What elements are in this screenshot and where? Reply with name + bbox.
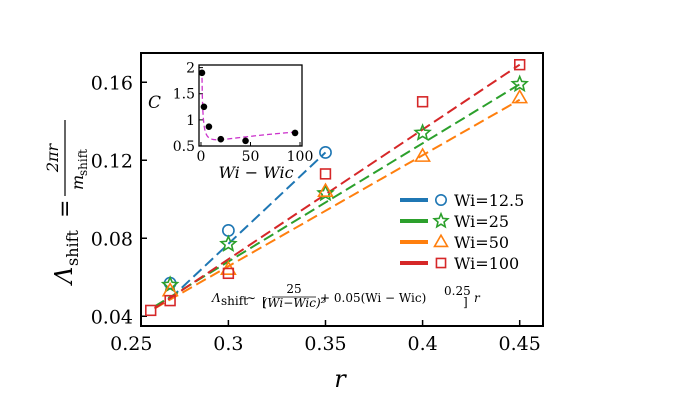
fit-line bbox=[154, 63, 521, 310]
data-point bbox=[319, 168, 332, 180]
fit-line bbox=[154, 83, 521, 308]
main-markers bbox=[145, 58, 530, 317]
legend-label: Wi=100 bbox=[454, 254, 519, 273]
y-axis-title: Λ shift = 2πr m shift bbox=[43, 120, 90, 286]
formula-bracket-right: ] bbox=[463, 295, 468, 309]
y-title-main: Λ bbox=[50, 267, 78, 286]
inset-data-point bbox=[242, 137, 249, 145]
data-point bbox=[164, 294, 176, 307]
formula-tail: r bbox=[474, 291, 481, 305]
data-point bbox=[219, 234, 238, 253]
formula-frac-den: (Wi−Wic)² bbox=[263, 296, 326, 310]
y-tick-label: 0.12 bbox=[91, 150, 133, 172]
x-tick-label: 0.4 bbox=[407, 333, 437, 355]
inset-background bbox=[199, 65, 302, 146]
fit-line bbox=[169, 151, 327, 300]
data-point bbox=[317, 182, 334, 198]
data-point bbox=[222, 267, 235, 280]
legend-label: Wi=25 bbox=[454, 212, 509, 231]
data-point bbox=[511, 88, 529, 104]
formula-bracket-left: [ bbox=[262, 295, 267, 309]
inset-data-point bbox=[198, 69, 206, 77]
inset-y-tick-label: 2 bbox=[186, 61, 195, 77]
data-point bbox=[413, 123, 432, 141]
data-point bbox=[145, 304, 157, 317]
data-point bbox=[414, 147, 431, 162]
fit-line bbox=[154, 98, 521, 310]
formula-lhs-sub: shift bbox=[221, 294, 248, 308]
inset-chart: 0 50 100 0.5 1 1.5 2 C Wi − Wic bbox=[148, 61, 313, 182]
inset-points bbox=[198, 69, 299, 145]
inset-data-point bbox=[291, 129, 299, 137]
inset-y-tick-label: 1 bbox=[186, 113, 195, 129]
y-tick-label: 0.16 bbox=[91, 72, 133, 94]
data-point bbox=[513, 58, 526, 71]
formula-sim: ∼ bbox=[246, 291, 256, 305]
inset-data-point bbox=[200, 103, 208, 111]
x-tick-label: 0.25 bbox=[110, 333, 152, 355]
legend-marker bbox=[432, 211, 450, 229]
formula-plus-term: + 0.05(Wi − Wic) bbox=[320, 291, 426, 305]
main-fit-lines bbox=[154, 63, 521, 310]
legend-marker bbox=[435, 257, 447, 269]
plot-frame bbox=[140, 52, 544, 327]
inset-x-title: Wi − Wic bbox=[218, 163, 293, 182]
data-point bbox=[510, 74, 530, 93]
y-title-eq: = bbox=[53, 200, 78, 218]
legend-label: Wi=12.5 bbox=[454, 191, 524, 210]
inset-y-tick-label: 0.5 bbox=[173, 139, 195, 155]
data-point bbox=[319, 146, 332, 159]
y-title-num: 2πr bbox=[43, 142, 62, 173]
formula-lhs: Λ bbox=[211, 291, 221, 305]
inset-x-tick-label: 0 bbox=[197, 149, 206, 165]
legend-marker bbox=[433, 233, 449, 248]
formula-exponent: 0.25 bbox=[444, 284, 471, 298]
legend-label: Wi=50 bbox=[454, 233, 509, 252]
y-tick-label: 0.04 bbox=[91, 306, 133, 328]
y-tick-label: 0.08 bbox=[91, 228, 133, 250]
y-title-sub: shift bbox=[63, 229, 82, 266]
inset-ticks: 0 50 100 0.5 1 1.5 2 bbox=[173, 61, 314, 165]
inset-frame bbox=[198, 64, 303, 147]
inset-data-point bbox=[217, 135, 225, 143]
formula-frac-num: 25 bbox=[286, 282, 301, 296]
legend-marker bbox=[434, 194, 447, 207]
inset-y-tick-label: 1.5 bbox=[173, 87, 195, 103]
inset-data-point bbox=[205, 123, 213, 130]
data-point bbox=[416, 96, 429, 108]
x-tick-label: 0.45 bbox=[499, 333, 541, 355]
data-point bbox=[160, 275, 180, 293]
x-tick-label: 0.3 bbox=[213, 333, 243, 355]
x-tick-label: 0.35 bbox=[304, 333, 346, 355]
main-ticks: 0.25 0.3 0.35 0.4 0.45 0.04 0.08 0.12 0.16 bbox=[91, 72, 541, 355]
inset-x-tick-label: 50 bbox=[242, 149, 260, 165]
inset-y-title: C bbox=[148, 93, 161, 113]
fit-formula-annotation: Λ shift ∼ [ 25 (Wi−Wic)² + 0.05(Wi − Wic… bbox=[211, 282, 481, 310]
inset-x-tick-label: 100 bbox=[287, 149, 314, 165]
x-axis-title: r bbox=[334, 365, 347, 393]
y-title-den-sub: shift bbox=[76, 149, 90, 176]
y-title-den-main: m bbox=[68, 175, 87, 190]
